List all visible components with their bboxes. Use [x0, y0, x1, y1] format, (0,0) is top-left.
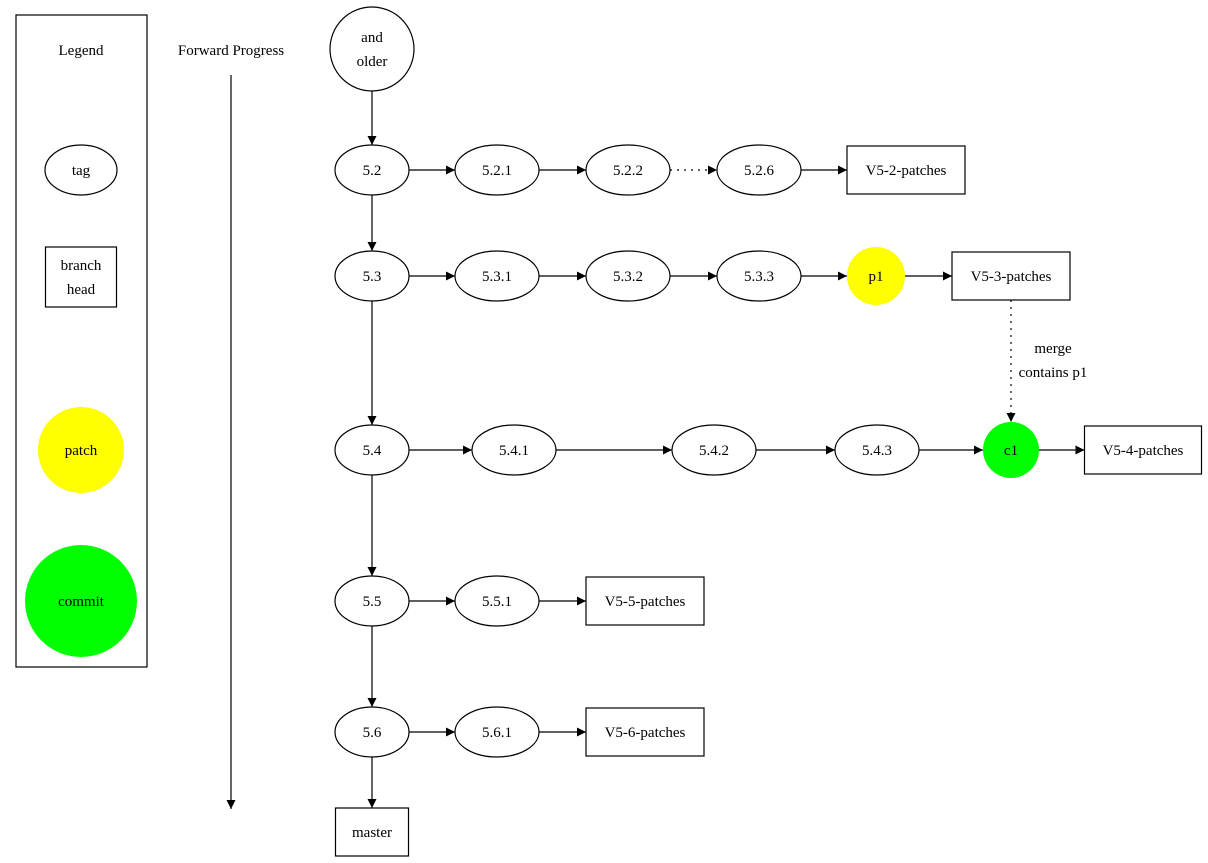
node-label: 5.4.3: [862, 443, 892, 459]
node-shape: [329, 6, 415, 92]
legend-item-tag: tag: [44, 144, 118, 196]
node-shape: [716, 250, 802, 302]
forward-progress: Forward Progress: [178, 43, 284, 809]
node-shape: [847, 247, 905, 305]
edge-label-line: merge: [1034, 341, 1072, 357]
node-shape: [585, 707, 705, 757]
nodes: and older 5.2 5.2.1 5.2.2 5.2.6 V5-2-patches 5.…: [329, 6, 1203, 857]
node-label: 5.2.6: [744, 163, 775, 179]
node-shape: [585, 144, 671, 196]
node-label: 5.3: [363, 269, 382, 285]
node-shape: [454, 575, 540, 627]
legend-shape: [44, 246, 118, 308]
node-v5-6-patches[interactable]: V5-6-patches: [585, 707, 705, 757]
node-shape: [716, 144, 802, 196]
node-v5-4-patches[interactable]: V5-4-patches: [1083, 425, 1203, 475]
node-older[interactable]: and older: [329, 6, 415, 92]
node-label: 5.5: [363, 594, 382, 610]
legend-shape: [38, 407, 124, 493]
node-shape: [471, 424, 557, 476]
node-label: V5-2-patches: [866, 163, 947, 179]
node-v5-3-patches[interactable]: V5-3-patches: [951, 251, 1071, 301]
node-5-4-3[interactable]: 5.4.3: [834, 424, 920, 476]
node-shape: [585, 576, 705, 626]
node-label: older: [357, 54, 388, 70]
node-label: 5.2.1: [482, 163, 512, 179]
legend-label: branch: [61, 258, 102, 274]
node-label: 5.2.2: [613, 163, 643, 179]
node-shape: [334, 250, 410, 302]
node-label: 5.6: [363, 725, 382, 741]
legend-title: Legend: [59, 43, 104, 59]
node-5-3-1[interactable]: 5.3.1: [454, 250, 540, 302]
node-shape: [334, 424, 410, 476]
legend-label: commit: [58, 594, 105, 610]
node-5-5-1[interactable]: 5.5.1: [454, 575, 540, 627]
node-label: 5.4.2: [699, 443, 729, 459]
node-5-3-3[interactable]: 5.3.3: [716, 250, 802, 302]
legend-label: patch: [65, 443, 98, 459]
node-label: c1: [1004, 443, 1018, 459]
node-label: 5.4.1: [499, 443, 529, 459]
node-p1[interactable]: p1: [847, 247, 905, 305]
node-5-2-6[interactable]: 5.2.6: [716, 144, 802, 196]
node-5-4-2[interactable]: 5.4.2: [671, 424, 757, 476]
node-label: 5.2: [363, 163, 382, 179]
node-master[interactable]: master: [334, 807, 410, 857]
node-label: 5.6.1: [482, 725, 512, 741]
node-5-3-2[interactable]: 5.3.2: [585, 250, 671, 302]
legend-label: tag: [72, 163, 91, 179]
node-label: V5-5-patches: [605, 594, 686, 610]
node-label: V5-4-patches: [1103, 443, 1184, 459]
node-shape: [951, 251, 1071, 301]
legend-shape: [25, 545, 137, 657]
node-shape: [585, 250, 671, 302]
forward-progress-label: Forward Progress: [178, 43, 284, 59]
node-label: and: [361, 30, 383, 46]
node-label: 5.3.1: [482, 269, 512, 285]
edge-label-line: contains p1: [1019, 365, 1088, 381]
node-label: 5.3.3: [744, 269, 774, 285]
node-shape: [334, 807, 410, 857]
node-shape: [334, 144, 410, 196]
node-5-2[interactable]: 5.2: [334, 144, 410, 196]
node-label: V5-3-patches: [971, 269, 1052, 285]
node-label: 5.3.2: [613, 269, 643, 285]
legend-item-commit: commit: [25, 545, 137, 657]
node-label: p1: [869, 269, 884, 285]
node-label: 5.5.1: [482, 594, 512, 610]
node-label: V5-6-patches: [605, 725, 686, 741]
node-5-4[interactable]: 5.4: [334, 424, 410, 476]
node-5-3[interactable]: 5.3: [334, 250, 410, 302]
node-shape: [1083, 425, 1203, 475]
node-5-2-1[interactable]: 5.2.1: [454, 144, 540, 196]
node-v5-5-patches[interactable]: V5-5-patches: [585, 576, 705, 626]
node-shape: [671, 424, 757, 476]
node-shape: [846, 145, 966, 195]
node-label: master: [352, 825, 392, 841]
node-c1[interactable]: c1: [983, 422, 1039, 478]
node-shape: [454, 706, 540, 758]
edge-label: merge contains p1: [1019, 341, 1088, 381]
node-5-6[interactable]: 5.6: [334, 706, 410, 758]
node-shape: [834, 424, 920, 476]
node-5-2-2[interactable]: 5.2.2: [585, 144, 671, 196]
node-shape: [334, 575, 410, 627]
node-5-6-1[interactable]: 5.6.1: [454, 706, 540, 758]
node-shape: [983, 422, 1039, 478]
legend-shape: [44, 144, 118, 196]
node-shape: [454, 144, 540, 196]
node-label: 5.4: [363, 443, 382, 459]
legend: Legend tag branch head patch commit: [15, 14, 148, 668]
legend-item-branch-head: branch head: [44, 246, 118, 308]
node-5-4-1[interactable]: 5.4.1: [471, 424, 557, 476]
node-v5-2-patches[interactable]: V5-2-patches: [846, 145, 966, 195]
edges: merge contains p1: [367, 91, 1088, 808]
legend-label: head: [67, 282, 96, 298]
node-shape: [454, 250, 540, 302]
node-5-5[interactable]: 5.5: [334, 575, 410, 627]
node-shape: [334, 706, 410, 758]
legend-item-patch: patch: [38, 407, 124, 493]
